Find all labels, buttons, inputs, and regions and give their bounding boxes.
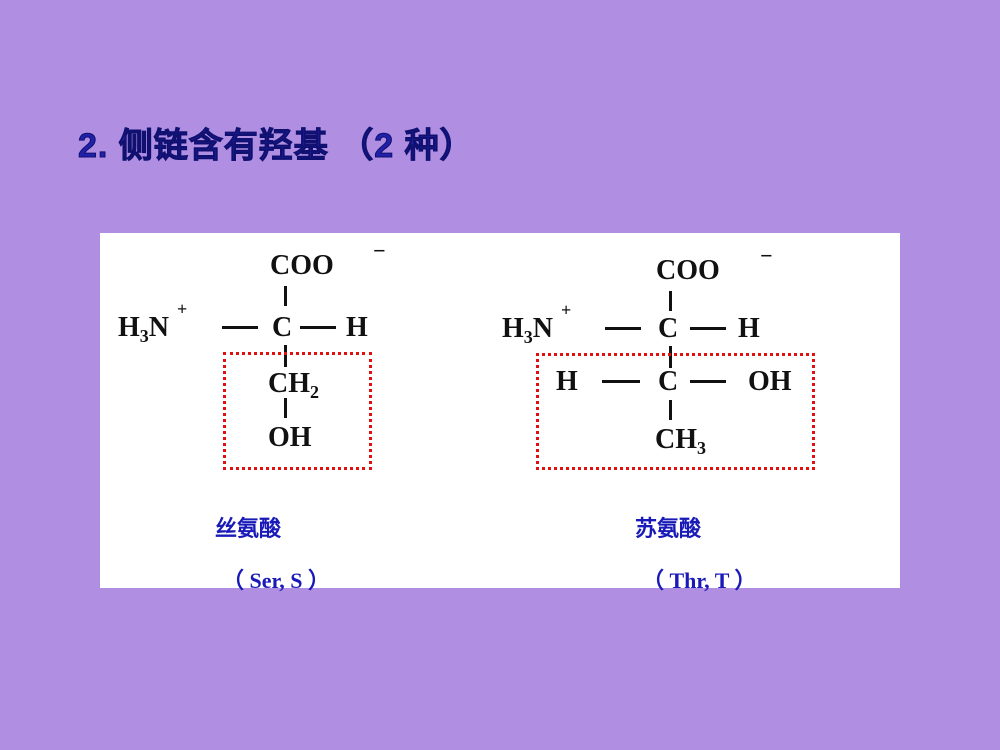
bond bbox=[300, 326, 336, 329]
structure-panel bbox=[100, 233, 900, 588]
ser-hydroxyl: OH bbox=[268, 422, 312, 453]
thr-carboxylate-charge: − bbox=[760, 243, 773, 268]
thr-methyl: CH3 bbox=[655, 424, 706, 458]
thr-hydrogen: H bbox=[738, 313, 760, 344]
bond bbox=[669, 346, 672, 368]
bond bbox=[284, 398, 287, 418]
bond bbox=[284, 345, 287, 367]
bond bbox=[669, 400, 672, 420]
slide-title: 2. 侧链含有羟基 （2 种） bbox=[78, 127, 475, 166]
bond bbox=[690, 327, 726, 330]
thr-hydroxyl: OH bbox=[748, 366, 792, 397]
thr-amine: H3N bbox=[502, 313, 554, 347]
ser-amine-charge: + bbox=[177, 299, 188, 319]
bond bbox=[602, 380, 640, 383]
thr-carboxylate: COO bbox=[656, 255, 720, 286]
thr-name: 苏氨酸 bbox=[635, 516, 702, 541]
thr-alpha-carbon: C bbox=[658, 313, 679, 344]
ser-name: 丝氨酸 bbox=[215, 516, 282, 541]
bond bbox=[605, 327, 641, 330]
side-chain-highlight-box bbox=[223, 352, 372, 470]
bond bbox=[669, 291, 672, 311]
thr-amine-charge: + bbox=[561, 300, 572, 320]
ser-amine: H3N bbox=[118, 312, 170, 346]
bond bbox=[690, 380, 726, 383]
side-chain-highlight-box bbox=[536, 353, 815, 470]
ser-methylene: CH2 bbox=[268, 368, 319, 402]
ser-carboxylate-charge: − bbox=[373, 238, 386, 263]
ser-abbreviation: （ Ser, S ） bbox=[222, 568, 330, 593]
thr-beta-hydrogen: H bbox=[556, 366, 578, 397]
thr-beta-carbon: C bbox=[658, 366, 679, 397]
bond bbox=[284, 286, 287, 306]
ser-carboxylate: COO bbox=[270, 250, 334, 281]
thr-abbreviation: （ Thr, T ） bbox=[642, 568, 757, 593]
ser-alpha-carbon: C bbox=[272, 312, 293, 343]
ser-hydrogen: H bbox=[346, 312, 368, 343]
bond bbox=[222, 326, 258, 329]
